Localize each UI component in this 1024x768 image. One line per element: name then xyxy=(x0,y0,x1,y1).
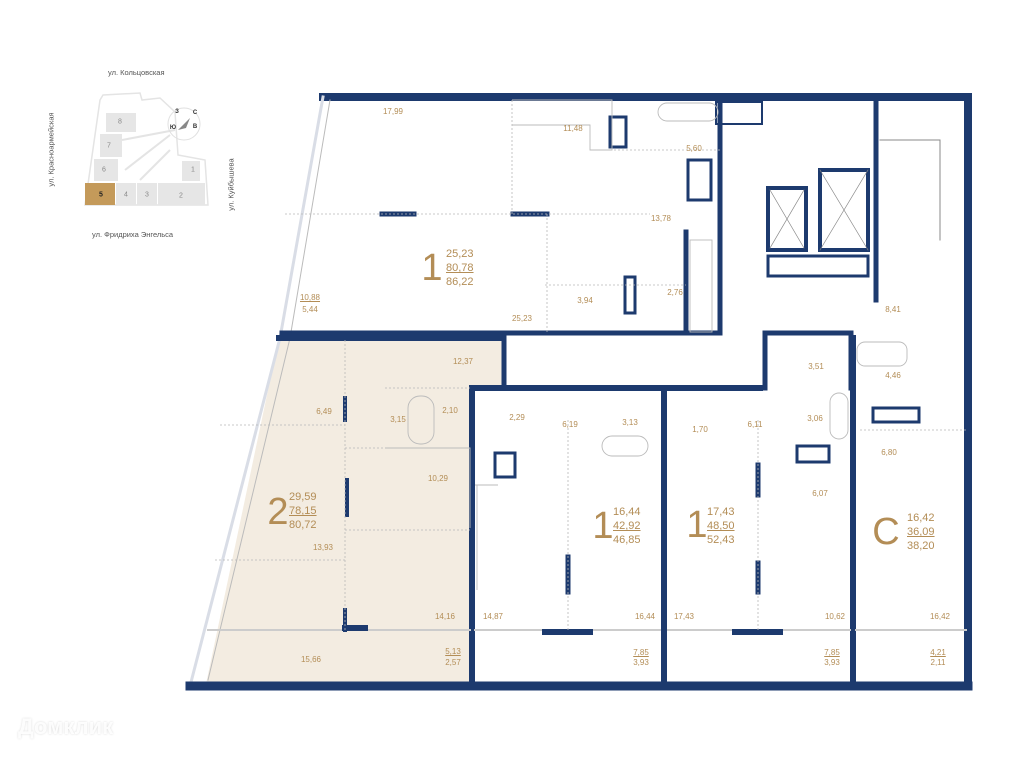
room-area: 16,44 xyxy=(634,612,656,621)
compass-south: Ю xyxy=(169,125,177,131)
room-area: 3,51 xyxy=(808,362,824,371)
room-area: 14,16 xyxy=(434,612,456,621)
room-area: 10,29 xyxy=(427,474,449,483)
balcony-area: 7,85 xyxy=(633,648,649,657)
balcony-area: 5,13 xyxy=(445,647,461,656)
minimap-block-6[interactable] xyxy=(94,159,118,181)
minimap-block-8[interactable] xyxy=(106,113,136,132)
room-area: 1,70 xyxy=(692,425,708,434)
compass-north: С xyxy=(192,110,198,116)
block-label: 8 xyxy=(118,118,122,126)
room-area: 25,23 xyxy=(511,314,533,323)
rooms-count: 1 xyxy=(592,505,614,547)
minimap-block-1[interactable] xyxy=(182,161,200,181)
room-area: 12,37 xyxy=(452,357,474,366)
room-area: 17,43 xyxy=(673,612,695,621)
block-label: 1 xyxy=(191,166,195,174)
balcony-reduced-area: 2,11 xyxy=(930,658,946,667)
room-area: 5,60 xyxy=(686,144,702,153)
compass-west: З xyxy=(175,109,179,115)
room-area: 13,78 xyxy=(650,214,672,223)
room-area: 4,46 xyxy=(885,371,901,380)
block-label: 7 xyxy=(107,142,111,150)
rooms-count: 1 xyxy=(686,504,708,546)
selected-apartment-area[interactable] xyxy=(206,338,502,684)
room-area: 8,41 xyxy=(885,305,901,314)
balcony-reduced-area: 3,93 xyxy=(824,658,840,667)
balcony-reduced-area: 5,44 xyxy=(302,305,318,314)
watermark-logo: Домклик xyxy=(18,714,114,739)
room-area: 17,99 xyxy=(382,107,404,116)
room-area: 16,42 xyxy=(929,612,951,621)
minimap-block-7[interactable] xyxy=(100,134,122,157)
rooms-count: 2 xyxy=(267,491,289,533)
room-area: 3,15 xyxy=(390,415,406,424)
minimap xyxy=(84,92,209,206)
block-label: 4 xyxy=(124,191,128,199)
balcony-area: 7,85 xyxy=(824,648,840,657)
room-area: 2,10 xyxy=(442,406,458,415)
balcony-reduced-area: 3,93 xyxy=(633,658,649,667)
room-area: 6,07 xyxy=(812,489,828,498)
room-area: 2,29 xyxy=(509,413,525,422)
room-area: 3,06 xyxy=(807,414,823,423)
room-area: 3,94 xyxy=(577,296,593,305)
block-label: 6 xyxy=(102,166,106,174)
rooms-count: 1 xyxy=(421,247,443,289)
room-area: 6,80 xyxy=(881,448,897,457)
room-area: 14,87 xyxy=(482,612,504,621)
block-label: 3 xyxy=(145,191,149,199)
room-area: 6,19 xyxy=(562,420,578,429)
balcony-area: 4,21 xyxy=(930,648,946,657)
minimap-block-4[interactable] xyxy=(116,183,136,205)
minimap-block-3[interactable] xyxy=(137,183,157,205)
street-north: ул. Кольцовская xyxy=(108,68,165,77)
room-area: 10,62 xyxy=(824,612,846,621)
room-area: 6,11 xyxy=(747,420,763,429)
minimap-block-2[interactable] xyxy=(158,183,205,205)
room-area: 11,48 xyxy=(563,124,583,133)
room-area: 15,66 xyxy=(300,655,322,664)
street-east: ул. Куйбышева xyxy=(226,158,236,211)
balcony-reduced-area: 2,57 xyxy=(445,658,461,667)
room-area: 3,13 xyxy=(622,418,638,427)
room-area: 2,76 xyxy=(667,288,683,297)
compass-east: В xyxy=(192,124,198,130)
block-label: 2 xyxy=(179,192,183,200)
room-area: 6,49 xyxy=(316,407,332,416)
street-south: ул. Фридриха Энгельса xyxy=(92,230,174,239)
compass-icon xyxy=(167,107,201,141)
street-west: ул. Красноармейская xyxy=(46,112,56,187)
rooms-count: С xyxy=(872,511,900,553)
block-label-selected: 5 xyxy=(99,191,103,199)
balcony-area: 10,88 xyxy=(299,293,321,302)
room-area: 13,93 xyxy=(312,543,334,552)
minimap-block-5[interactable] xyxy=(85,183,115,205)
